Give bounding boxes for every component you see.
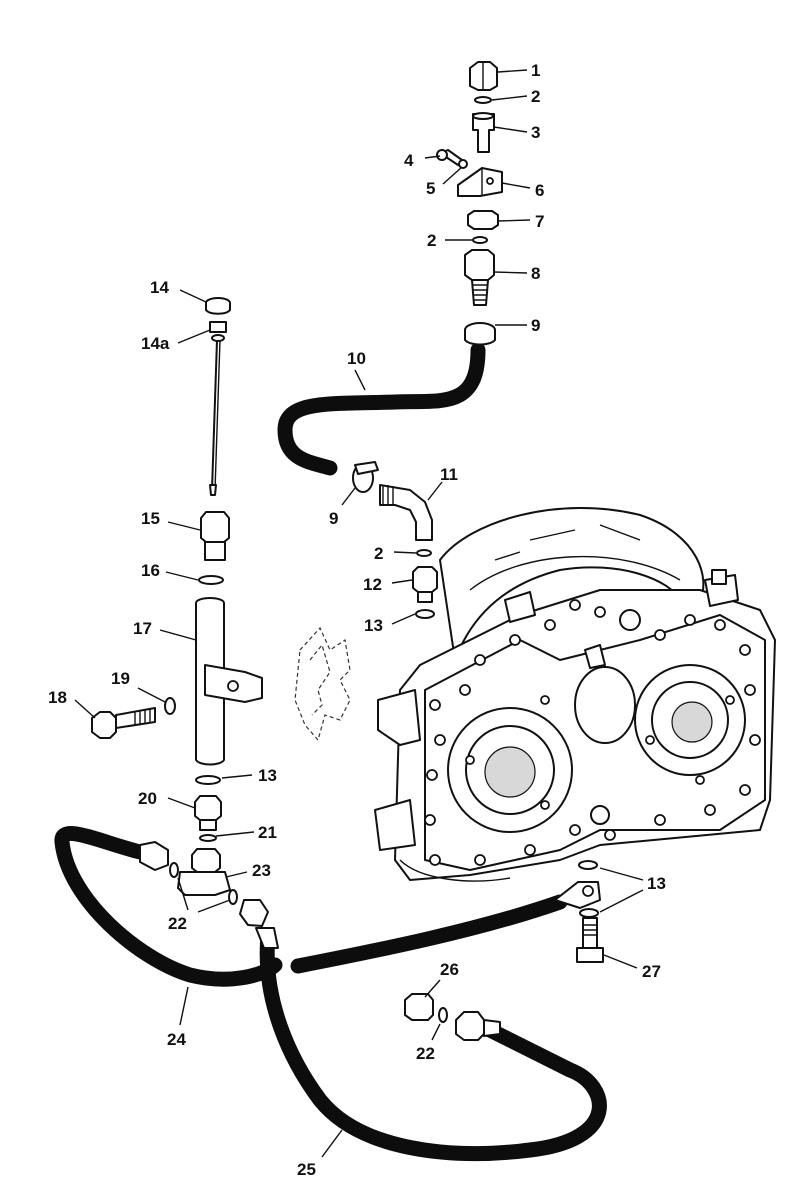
callout-7: 7 bbox=[535, 212, 544, 231]
gearbox-housing bbox=[374, 506, 776, 882]
callout-4: 4 bbox=[404, 151, 414, 170]
callout-12: 12 bbox=[363, 575, 382, 594]
callout-13: 13 bbox=[647, 874, 666, 893]
callout-5: 5 bbox=[426, 179, 435, 198]
callout-14a: 14a bbox=[141, 334, 170, 353]
callout-22: 22 bbox=[168, 914, 187, 933]
hose-25 bbox=[259, 927, 607, 1161]
hose-24 bbox=[54, 826, 568, 987]
callout-9: 9 bbox=[531, 316, 540, 335]
callout-6: 6 bbox=[535, 181, 544, 200]
callout-2: 2 bbox=[427, 231, 436, 250]
callout-27: 27 bbox=[642, 962, 661, 981]
callout-21: 21 bbox=[258, 823, 277, 842]
callout-17: 17 bbox=[133, 619, 152, 638]
fitting-stack-lower bbox=[404, 860, 604, 1041]
callout-18: 18 bbox=[48, 688, 67, 707]
callout-13: 13 bbox=[258, 766, 277, 785]
leader-lines bbox=[74, 69, 644, 1158]
callout-10: 10 bbox=[347, 349, 366, 368]
callout-14: 14 bbox=[150, 278, 169, 297]
callout-16: 16 bbox=[141, 561, 160, 580]
callout-labels: 1 2 3 4 5 6 7 2 8 9 10 9 11 2 12 13 14 1… bbox=[48, 61, 666, 1179]
callout-22: 22 bbox=[416, 1044, 435, 1063]
hose-10 bbox=[277, 342, 486, 476]
callout-24: 24 bbox=[167, 1030, 186, 1049]
callout-9: 9 bbox=[329, 509, 338, 528]
bolt-holes bbox=[424, 599, 761, 866]
callout-20: 20 bbox=[138, 789, 157, 808]
callout-15: 15 bbox=[141, 509, 160, 528]
callout-19: 19 bbox=[111, 669, 130, 688]
callout-25: 25 bbox=[297, 1160, 316, 1179]
fitting-stack-top bbox=[436, 61, 503, 346]
callout-26: 26 bbox=[440, 960, 459, 979]
callout-11: 11 bbox=[440, 465, 458, 484]
callout-13: 13 bbox=[364, 616, 383, 635]
callout-2: 2 bbox=[374, 544, 383, 563]
callout-3: 3 bbox=[531, 123, 540, 142]
callout-1: 1 bbox=[531, 61, 540, 80]
callout-8: 8 bbox=[531, 264, 540, 283]
filler-assembly bbox=[91, 297, 351, 949]
callout-23: 23 bbox=[252, 861, 271, 880]
callout-2: 2 bbox=[531, 87, 540, 106]
fitting-stack-middle bbox=[352, 461, 438, 619]
